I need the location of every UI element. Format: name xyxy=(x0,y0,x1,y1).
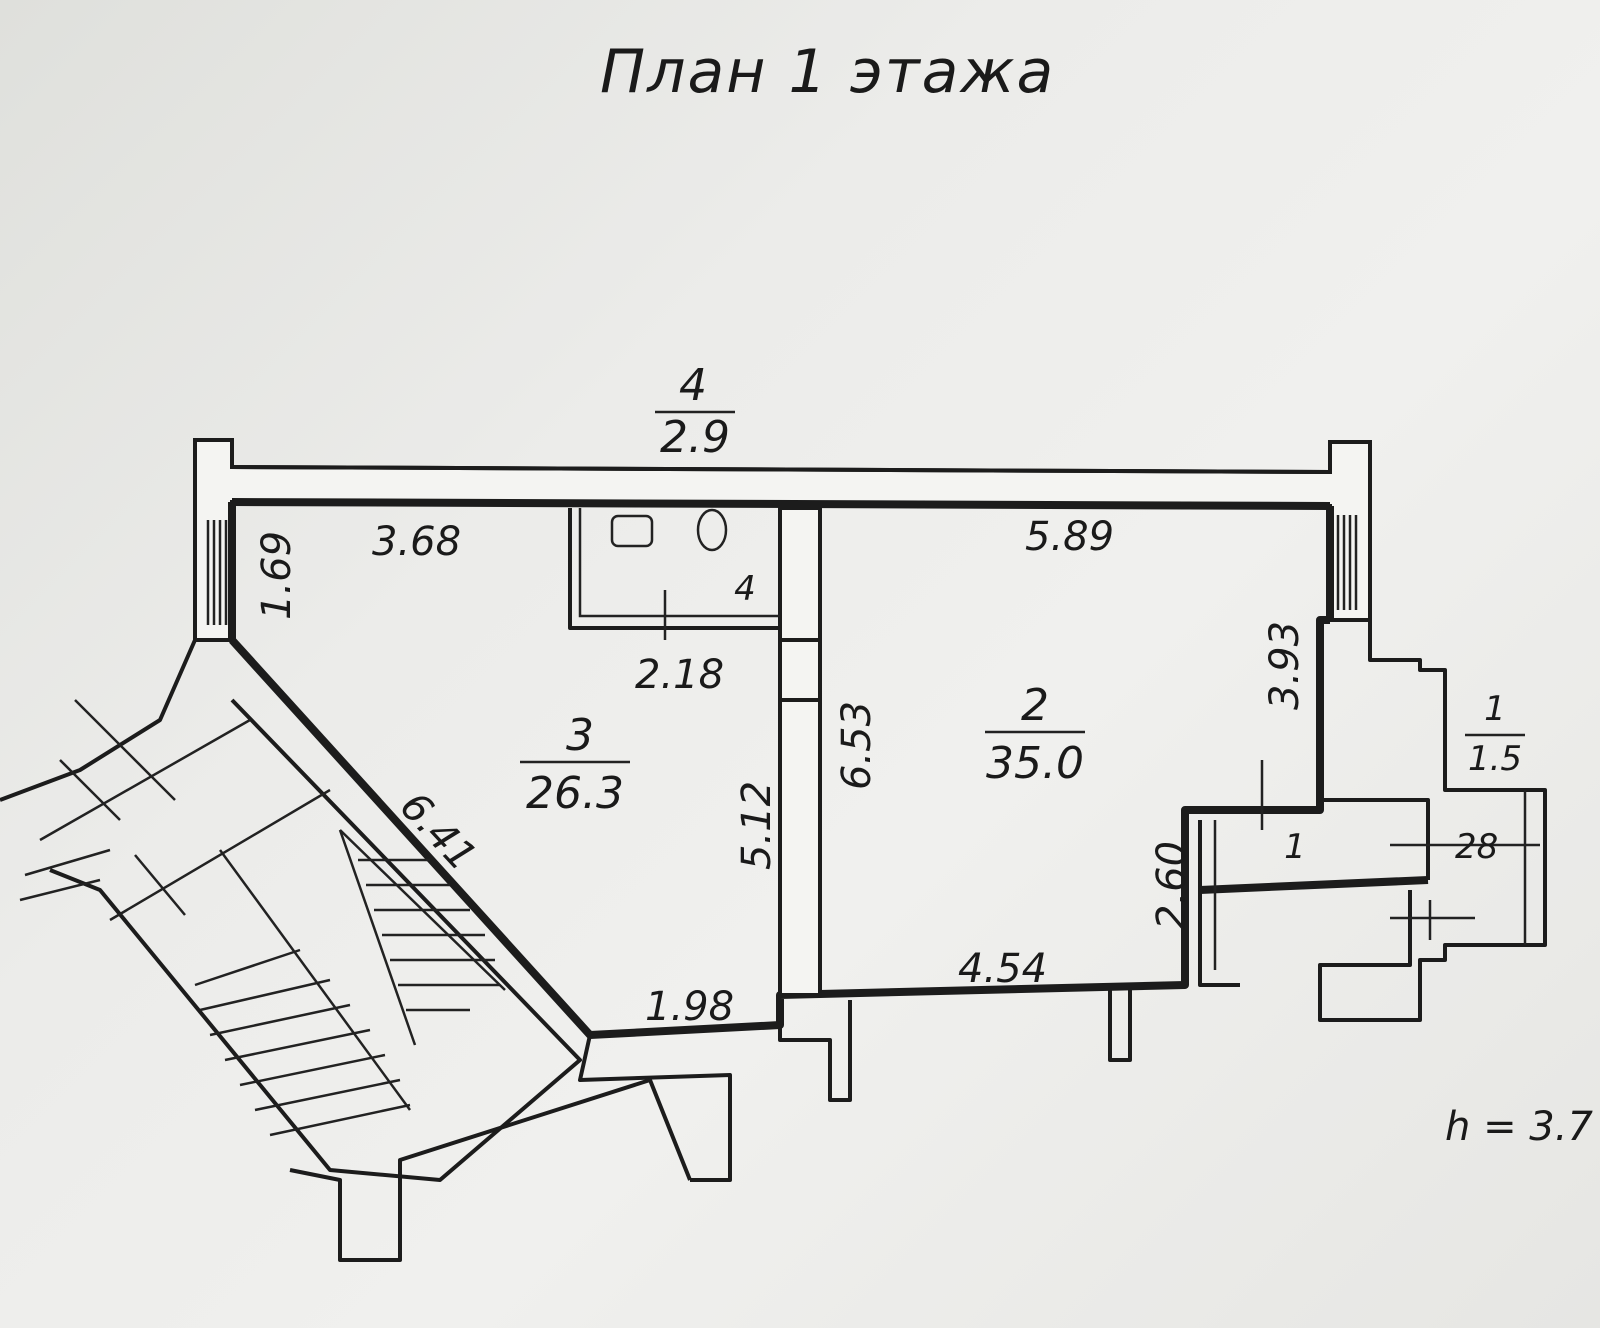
dim-6-53: 6.53 xyxy=(834,701,880,790)
dim-4-54: 4.54 xyxy=(958,946,1047,992)
window-right xyxy=(1336,515,1358,610)
wc-block xyxy=(568,508,780,640)
plan-title: План 1 этажа xyxy=(600,37,1055,107)
right-annex xyxy=(1198,620,1547,1022)
dim-3-93: 3.93 xyxy=(1262,621,1308,710)
room-2-number: 2 xyxy=(1021,680,1049,731)
room-1-small-number: 1 xyxy=(1284,827,1306,867)
bottom-walls xyxy=(289,990,1132,1262)
room-4-wc-number: 4 xyxy=(734,569,756,609)
stairwell xyxy=(0,639,582,1182)
dim-2-18: 2.18 xyxy=(635,652,724,698)
dim-1-98: 1.98 xyxy=(645,984,734,1030)
dim-1-69: 1.69 xyxy=(254,531,300,620)
dim-3-68: 3.68 xyxy=(372,519,461,565)
room-2-area: 35.0 xyxy=(986,738,1084,789)
dim-2-60: 2.60 xyxy=(1149,841,1195,930)
room-3-number: 3 xyxy=(566,710,594,761)
height-note: h = 3.7 xyxy=(1445,1104,1593,1150)
room-4-top-area: 2.9 xyxy=(660,412,730,463)
window-left xyxy=(206,520,228,625)
dimension-labels: 3.68 1.69 2.18 5.89 3.93 6.53 5.12 6.41 … xyxy=(254,514,1498,1030)
dim-5-89: 5.89 xyxy=(1025,514,1114,560)
main-walls xyxy=(228,498,1334,1039)
dim-28: 28 xyxy=(1455,827,1498,867)
dim-5-12: 5.12 xyxy=(734,781,780,870)
room-3-area: 26.3 xyxy=(526,768,624,819)
room-4-top-number: 4 xyxy=(679,360,707,411)
room-1-right-area: 1.5 xyxy=(1468,739,1522,779)
room-1-right-number: 1 xyxy=(1484,689,1506,729)
room-labels: 4 2.9 3 26.3 2 35.0 1 1.5 4 1 xyxy=(520,360,1522,867)
